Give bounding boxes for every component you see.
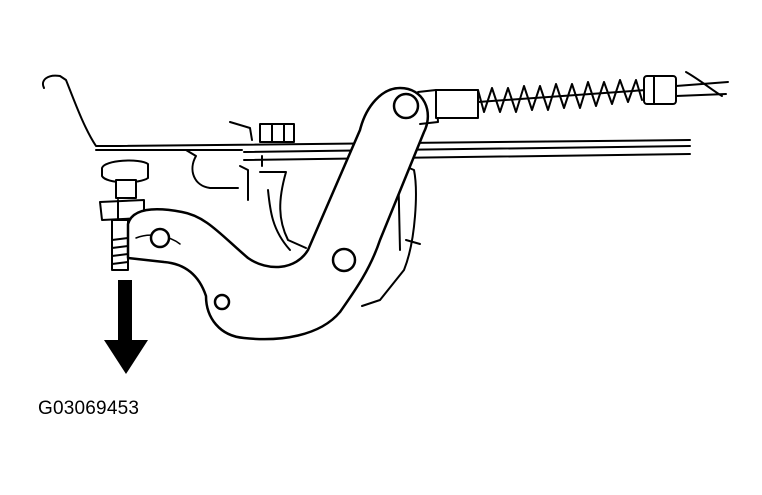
brake-lever xyxy=(126,86,430,341)
rail-bolt xyxy=(229,121,295,143)
brake-cable xyxy=(417,71,729,125)
direction-arrow xyxy=(104,280,148,374)
figure-id-label: G03069453 xyxy=(38,398,140,419)
mounting-rail xyxy=(42,74,691,167)
